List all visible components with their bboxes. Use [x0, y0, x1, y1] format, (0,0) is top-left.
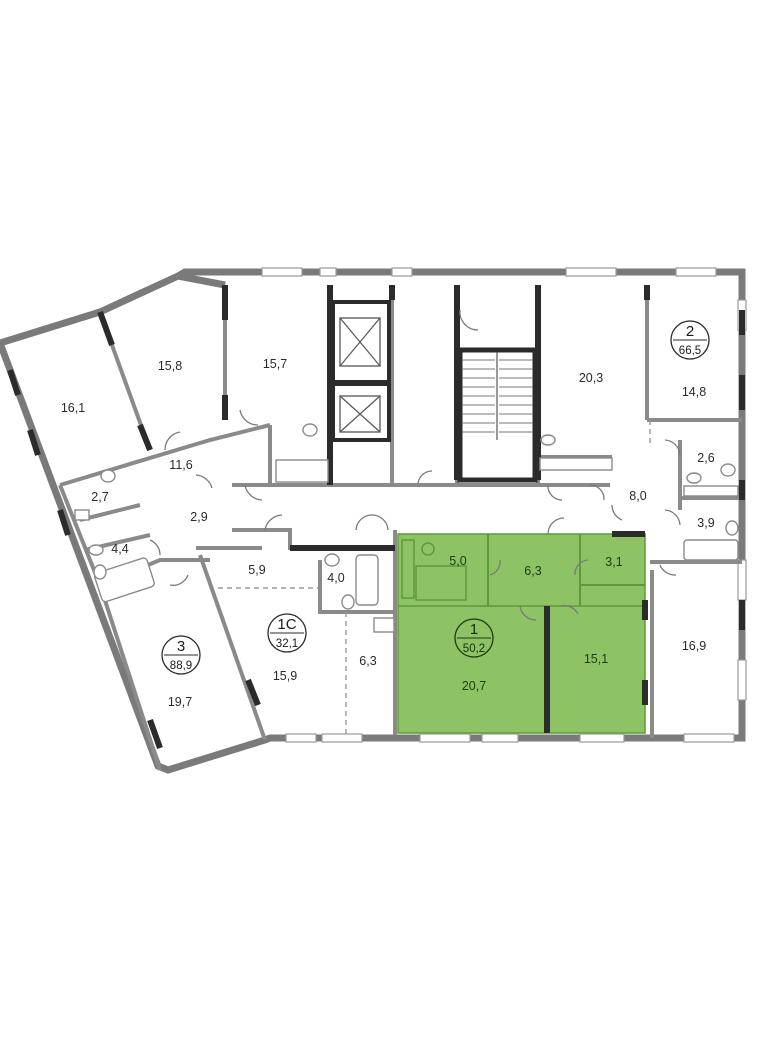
room-20-7-label: 20,7: [462, 679, 486, 693]
apartment-3-area: 88,9: [170, 660, 192, 672]
apartment-2-number: 2: [686, 323, 694, 340]
apartment-1-area: 50,2: [463, 643, 485, 655]
room-6-3-hall-label: 6,3: [524, 564, 541, 578]
room-15-8-label: 15,8: [158, 359, 182, 373]
room-5-9-label: 5,9: [248, 563, 265, 577]
room-11-6-label: 11,6: [169, 458, 192, 472]
room-labels: 16,1 15,8 15,7 20,3 14,8 11,6 2,7 2,9 4,…: [61, 357, 715, 709]
room-4-4-label: 4,4: [111, 542, 128, 556]
bathroom-fixtures: [74, 423, 739, 633]
room-2-7-label: 2,7: [91, 490, 108, 504]
room-2-6-label: 2,6: [697, 451, 714, 465]
doors: [149, 309, 681, 621]
apartment-badge-1[interactable]: 1 50,2: [454, 618, 494, 658]
zone-dashes: [218, 420, 651, 735]
room-19-7-label: 19,7: [168, 695, 192, 709]
apartment-badge-2[interactable]: 2 66,5: [670, 320, 710, 360]
room-8-0-label: 8,0: [629, 489, 646, 503]
room-2-9-label: 2,9: [190, 510, 207, 524]
room-14-8-label: 14,8: [682, 385, 706, 399]
room-5-0-label: 5,0: [449, 554, 466, 568]
room-20-3-label: 20,3: [579, 371, 603, 385]
room-3-9-label: 3,9: [697, 516, 714, 530]
dark-wall-segments: [7, 285, 745, 750]
exterior-walls: [0, 268, 746, 774]
room-15-7-label: 15,7: [263, 357, 287, 371]
staircase: [457, 347, 538, 483]
room-4-0-label: 4,0: [327, 571, 344, 585]
room-3-1-label: 3,1: [605, 555, 622, 569]
room-16-1-label: 16,1: [61, 401, 85, 415]
room-15-9-label: 15,9: [273, 669, 297, 683]
apartment-1c-number: 1С: [277, 616, 296, 633]
apartment-badge-1c[interactable]: 1С 32,1: [267, 613, 307, 653]
elevator-shafts: [331, 300, 391, 442]
apartment-1-number: 1: [470, 621, 478, 638]
apartment-3-number: 3: [177, 638, 185, 655]
apartment-badge-3[interactable]: 3 88,9: [161, 635, 201, 675]
apartment-2-area: 66,5: [679, 345, 701, 357]
apartment-1c-area: 32,1: [276, 638, 298, 650]
room-16-9-label: 16,9: [682, 639, 706, 653]
room-6-3-kitchen-label: 6,3: [359, 654, 376, 668]
room-15-1-label: 15,1: [584, 652, 608, 666]
